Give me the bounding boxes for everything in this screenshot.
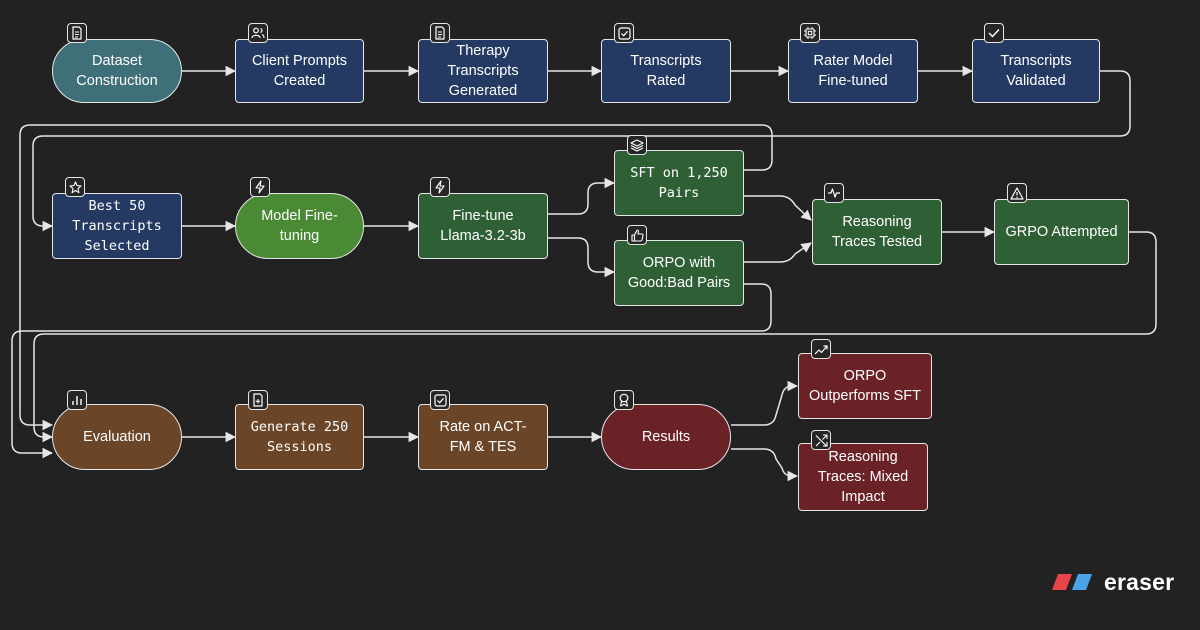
node-dataset-construction[interactable]: Dataset Construction	[52, 39, 182, 103]
edge-orpo-to-evaluation	[11, 283, 772, 459]
edge-sft-to-evaluation	[19, 124, 773, 431]
node-label: Reasoning Traces: Mixed Impact	[817, 449, 909, 505]
node-sft[interactable]: SFT on 1,250 Pairs	[614, 150, 744, 216]
node-label: GRPO Attempted	[1005, 224, 1118, 240]
node-finetune-llama[interactable]: Fine-tune Llama-3.2-3b	[418, 193, 548, 259]
layers-icon	[627, 135, 647, 155]
edge-orpo-to-reasoning	[744, 242, 812, 263]
edge-results-to-orpo-outperforms	[731, 380, 799, 426]
node-label: Dataset Construction	[76, 53, 158, 89]
eraser-logo: eraser	[1052, 569, 1174, 595]
users-icon	[248, 23, 268, 43]
edge-sft-to-reasoning	[744, 195, 812, 221]
node-transcripts-rated[interactable]: Transcripts Rated	[601, 39, 731, 103]
node-client-prompts[interactable]: Client Prompts Created	[235, 39, 364, 103]
node-rater-model[interactable]: Rater Model Fine-tuned	[788, 39, 918, 103]
node-label: Client Prompts Created	[251, 53, 348, 89]
edge-results-to-reasoning-mixed	[731, 448, 799, 482]
node-transcripts-validated[interactable]: Transcripts Validated	[972, 39, 1100, 103]
checkbox-icon	[430, 390, 450, 410]
node-best-50[interactable]: Best 50 Transcripts Selected	[52, 193, 182, 259]
node-label: Results	[641, 429, 691, 445]
node-label: ORPO with Good:Bad Pairs	[627, 255, 731, 291]
node-label: Transcripts Validated	[1000, 53, 1072, 89]
edge-llama-to-sft	[548, 177, 616, 215]
node-label: Therapy Transcripts Generated	[447, 43, 519, 99]
node-therapy-transcripts[interactable]: Therapy Transcripts Generated	[418, 39, 548, 103]
node-grpo[interactable]: GRPO Attempted	[994, 199, 1129, 265]
node-reasoning-tested[interactable]: Reasoning Traces Tested	[812, 199, 942, 265]
node-label: Generate 250 Sessions	[250, 419, 349, 455]
checkbox-icon	[614, 23, 634, 43]
bar-chart-icon	[67, 390, 87, 410]
node-label: ORPO Outperforms SFT	[809, 368, 921, 404]
node-orpo-outperforms[interactable]: ORPO Outperforms SFT	[798, 353, 932, 419]
edge-grpo-to-evaluation	[33, 231, 1157, 443]
warning-icon	[1007, 183, 1027, 203]
check-icon	[984, 23, 1004, 43]
node-label: Model Fine- tuning	[261, 208, 338, 244]
trending-up-icon	[811, 339, 831, 359]
eraser-wordmark: eraser	[1104, 568, 1175, 595]
eraser-logo-icon	[1052, 574, 1092, 590]
node-generate-250[interactable]: Generate 250 Sessions	[235, 404, 364, 470]
edge-validated-to-best50	[32, 70, 1131, 232]
node-reasoning-mixed[interactable]: Reasoning Traces: Mixed Impact	[798, 443, 928, 511]
node-label: Fine-tune Llama-3.2-3b	[440, 208, 526, 244]
shuffle-icon	[811, 430, 831, 450]
node-label: Rater Model Fine-tuned	[813, 53, 893, 89]
node-label: Best 50 Transcripts Selected	[72, 198, 162, 254]
file-plus-icon	[248, 390, 268, 410]
node-label: Transcripts Rated	[630, 53, 702, 89]
node-model-finetuning[interactable]: Model Fine- tuning	[235, 193, 364, 259]
edge-llama-to-orpo	[548, 237, 616, 278]
node-orpo[interactable]: ORPO with Good:Bad Pairs	[614, 240, 744, 306]
thumbs-up-icon	[627, 225, 647, 245]
node-label: Rate on ACT- FM & TES	[439, 419, 527, 455]
node-rate-act[interactable]: Rate on ACT- FM & TES	[418, 404, 548, 470]
star-icon	[65, 177, 85, 197]
document-icon	[67, 23, 87, 43]
document-icon	[430, 23, 450, 43]
activity-icon	[824, 183, 844, 203]
award-icon	[614, 390, 634, 410]
lightning-icon	[250, 177, 270, 197]
cpu-icon	[800, 23, 820, 43]
node-label: Evaluation	[83, 429, 151, 445]
node-evaluation[interactable]: Evaluation	[52, 404, 182, 470]
node-label: SFT on 1,250 Pairs	[630, 165, 728, 201]
node-results[interactable]: Results	[601, 404, 731, 470]
node-label: Reasoning Traces Tested	[831, 214, 923, 250]
lightning-icon	[430, 177, 450, 197]
